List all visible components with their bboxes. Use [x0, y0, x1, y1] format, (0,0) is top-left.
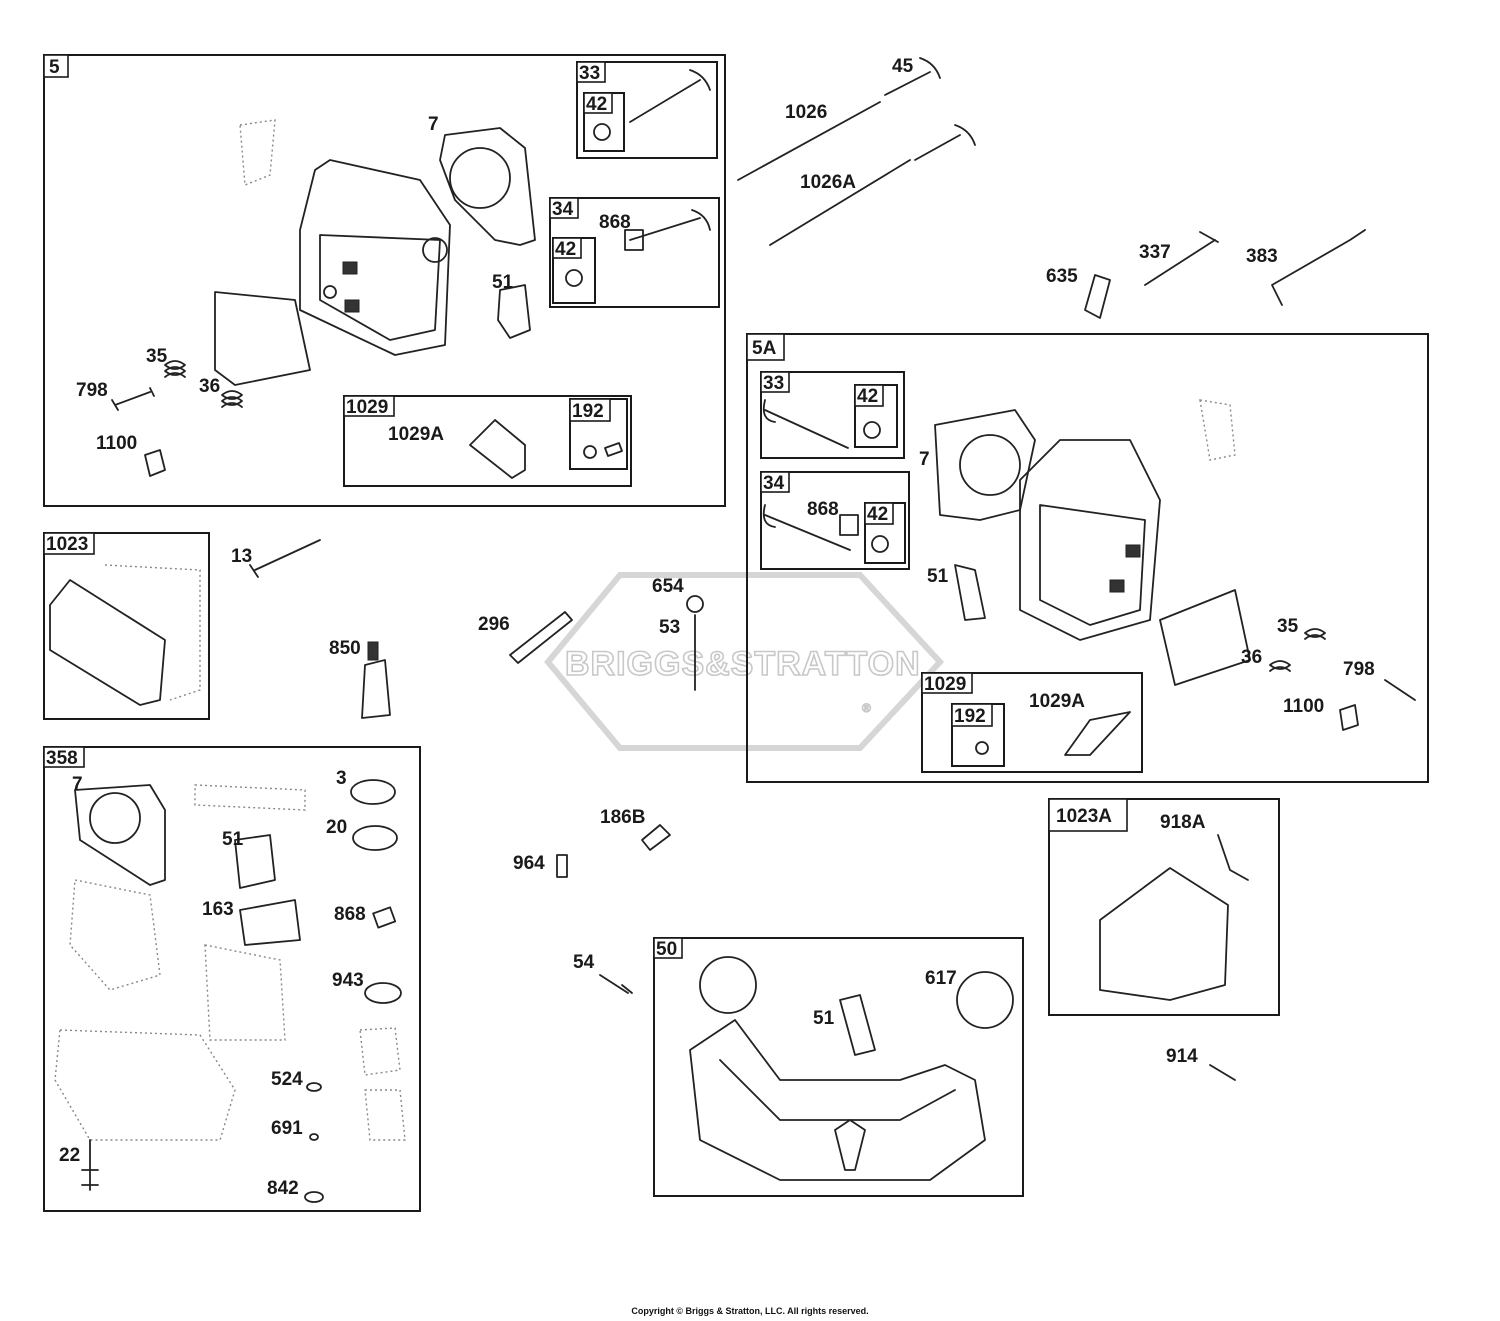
callout-label: 13 — [231, 546, 252, 567]
callout-label: 51 — [222, 829, 244, 850]
callout-label: 35 — [1277, 616, 1299, 637]
callout-label: 850 — [329, 638, 361, 659]
callout-label: 22 — [59, 1145, 80, 1166]
callout-label: 35 — [146, 346, 168, 367]
group-boxes — [43, 54, 1429, 1212]
group-box-1029 — [921, 672, 1143, 773]
callout-label: 1100 — [1283, 696, 1324, 717]
kit-tag: 42 — [857, 386, 878, 407]
watermark: BRIGGS&STRATTON ® — [544, 572, 945, 751]
callout-label: 1029A — [388, 424, 444, 445]
kit-tag: 358 — [46, 748, 78, 769]
callout-label: 842 — [267, 1178, 299, 1199]
callout-label: 51 — [813, 1008, 835, 1029]
callout-label: 635 — [1046, 266, 1078, 287]
kit-tag: 34 — [763, 473, 785, 494]
callout-label: 7 — [919, 449, 930, 470]
callout-label: 1100 — [96, 433, 137, 454]
group-box-1023A — [1048, 798, 1280, 1016]
kit-tag: 42 — [867, 504, 888, 525]
callout-label: 914 — [1166, 1046, 1198, 1067]
group-box-34 — [760, 471, 910, 570]
group-box-1029 — [343, 395, 632, 487]
callout-label: 163 — [202, 899, 234, 920]
kit-tags: 5 33 42 34 42 1029 192 1023 358 5A 33 42… — [43, 54, 1128, 960]
callout-label: 51 — [927, 566, 949, 587]
callout-label: 296 — [478, 614, 510, 635]
callout-label: 383 — [1246, 246, 1278, 267]
kit-tag: 5 — [49, 57, 60, 78]
kit-tag: 192 — [572, 401, 604, 422]
group-box-34 — [549, 197, 720, 308]
part-drawings — [49, 57, 1416, 1203]
callout-label: 3 — [336, 768, 347, 789]
group-box-358 — [43, 746, 421, 1212]
group-box-50 — [653, 937, 1024, 1197]
kit-tag: 42 — [586, 94, 607, 115]
callout-label: 337 — [1139, 242, 1171, 263]
kit-tag: 5A — [752, 338, 777, 359]
callout-label: 53 — [659, 617, 680, 638]
kit-tag: 33 — [579, 63, 600, 84]
callout-labels: 7 51 35 36 798 1100 868 1029A 45 1026 10… — [59, 56, 1375, 1199]
callout-label: 918A — [1160, 812, 1206, 833]
group-box-5A — [746, 333, 1429, 783]
kit-tag: 1029 — [924, 674, 966, 695]
callout-label: 7 — [428, 114, 439, 135]
callout-label: 7 — [72, 774, 83, 795]
kit-tag: 50 — [656, 939, 677, 960]
kit-tag: 1023 — [46, 534, 88, 555]
callout-label: 20 — [326, 817, 347, 838]
callout-label: 617 — [925, 968, 957, 989]
kit-tag: 192 — [954, 706, 986, 727]
group-box-5 — [43, 54, 726, 507]
kit-tag: 1023A — [1056, 806, 1112, 827]
group-box-33 — [576, 61, 718, 159]
callout-label: 868 — [807, 499, 839, 520]
callout-label: 54 — [573, 952, 595, 973]
callout-label: 1026 — [785, 102, 827, 123]
callout-label: 943 — [332, 970, 364, 991]
callout-label: 45 — [892, 56, 914, 77]
callout-label: 1029A — [1029, 691, 1085, 712]
callout-label: 654 — [652, 576, 684, 597]
group-box-1023 — [43, 532, 210, 720]
callout-label: 51 — [492, 272, 514, 293]
copyright-notice: Copyright © Briggs & Stratton, LLC. All … — [631, 1306, 869, 1316]
group-box-33 — [760, 371, 905, 459]
callout-label: 868 — [599, 212, 631, 233]
callout-label: 524 — [271, 1069, 303, 1090]
callout-label: 1026A — [800, 172, 856, 193]
callout-label: 36 — [1241, 647, 1262, 668]
kit-tag: 34 — [552, 199, 574, 220]
callout-label: 691 — [271, 1118, 303, 1139]
kit-tag: 42 — [555, 239, 576, 260]
watermark-mark: ® — [862, 701, 872, 715]
kit-tag: 1029 — [346, 397, 388, 418]
callout-label: 964 — [513, 853, 545, 874]
callout-label: 868 — [334, 904, 366, 925]
watermark-text: BRIGGS&STRATTON — [565, 645, 921, 683]
callout-label: 798 — [76, 380, 108, 401]
callout-label: 36 — [199, 376, 220, 397]
kit-tag: 33 — [763, 373, 784, 394]
callout-label: 186B — [600, 807, 645, 828]
callout-label: 798 — [1343, 659, 1375, 680]
